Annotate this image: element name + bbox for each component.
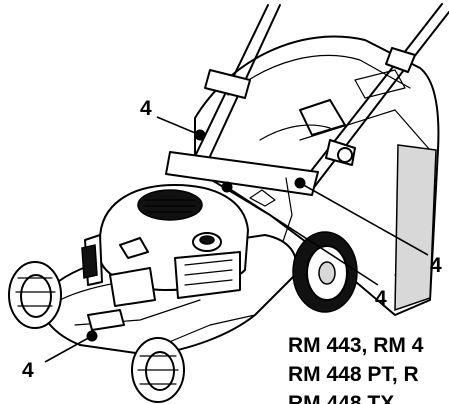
- front-wheel-right: [131, 337, 185, 403]
- callout-2: 4: [221, 181, 387, 310]
- callout-number: 4: [140, 97, 152, 120]
- model-line-3: RM 448 TX: [288, 392, 394, 404]
- front-wheel-left: [8, 261, 62, 329]
- model-line-2: RM 448 PT, R: [288, 363, 419, 386]
- callout-number: 4: [375, 287, 387, 310]
- handlebar: [165, 3, 449, 251]
- callout-3: 4: [294, 177, 442, 277]
- callout-4: 4: [22, 330, 98, 382]
- engine: [81, 184, 249, 307]
- callout-number: 4: [22, 359, 34, 382]
- rear-wheel: [292, 231, 358, 313]
- callout-1: 4: [140, 97, 206, 141]
- model-line-1: RM 443, RM 4: [288, 334, 424, 357]
- callout-number: 4: [430, 254, 442, 277]
- model-list: RM 443, RM 4 RM 448 PT, R RM 448 TX: [288, 334, 424, 404]
